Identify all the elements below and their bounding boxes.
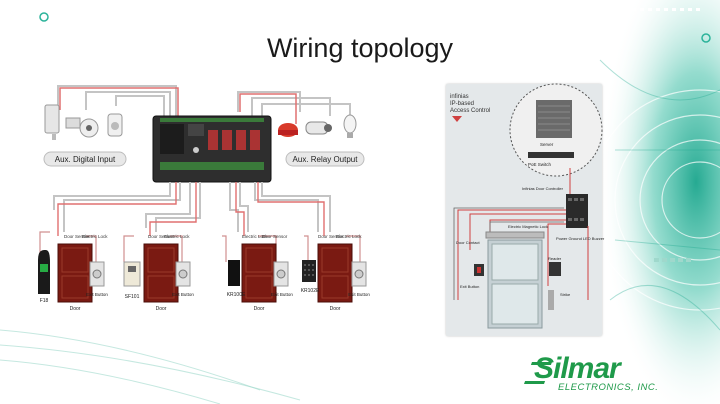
door-unit-4: Door Sensor Electric Lock KR102E Exit Bu… bbox=[301, 234, 371, 312]
svg-text:Door: Door bbox=[70, 306, 81, 312]
svg-text:PoE Switch: PoE Switch bbox=[528, 162, 552, 167]
svg-text:Exit Button: Exit Button bbox=[172, 292, 194, 297]
svg-text:Electric Lock: Electric Lock bbox=[82, 234, 108, 239]
logo-word: Silmar bbox=[534, 352, 621, 385]
svg-text:Door: Door bbox=[254, 306, 265, 312]
silmar-logo: Silmar ELECTRONICS, INC. bbox=[523, 352, 688, 396]
svg-text:Exit Button: Exit Button bbox=[348, 292, 370, 297]
svg-text:Electric Lock: Electric Lock bbox=[336, 234, 362, 239]
svg-text:Door: Door bbox=[156, 306, 167, 312]
door-3 bbox=[241, 243, 277, 303]
reader-label-4: KR102E bbox=[301, 288, 320, 294]
infinias-heading-3: Access Control bbox=[450, 108, 490, 114]
svg-text:Infinias Door Controller: Infinias Door Controller bbox=[522, 186, 564, 191]
svg-text:Exit Button: Exit Button bbox=[460, 284, 479, 289]
svg-text:Exit Button: Exit Button bbox=[271, 292, 293, 297]
aux-digital-input-devices bbox=[44, 104, 123, 140]
access-controller-board bbox=[152, 115, 272, 183]
svg-text:Server: Server bbox=[540, 142, 554, 147]
infinias-heading-2: IP-based bbox=[450, 101, 474, 107]
aux-relay-output-devices bbox=[278, 114, 357, 138]
door-unit-1: Door Sensor Electric Lock F18 Exit Butto… bbox=[38, 234, 108, 312]
aux-digital-input-pill bbox=[43, 151, 127, 167]
wiring-diagram: Aux. Digital Input Aux. Relay Output bbox=[38, 85, 371, 312]
svg-text:Door Sensor: Door Sensor bbox=[262, 234, 288, 239]
infinias-heading-1: infinias bbox=[450, 94, 469, 100]
door-2 bbox=[143, 243, 179, 303]
svg-text:Electric Lock: Electric Lock bbox=[242, 234, 268, 239]
aux-relay-output-pill bbox=[285, 151, 365, 167]
reader-icon bbox=[549, 262, 561, 276]
aux-relay-output-label: Aux. Relay Output bbox=[293, 155, 359, 164]
slide-title: Wiring topology bbox=[266, 33, 454, 63]
logo-subtitle: ELECTRONICS, INC. bbox=[558, 382, 659, 393]
svg-text:Power Ground LED Buzzer: Power Ground LED Buzzer bbox=[556, 236, 605, 241]
svg-text:Strike: Strike bbox=[560, 292, 571, 297]
svg-text:Door Sensor: Door Sensor bbox=[64, 234, 90, 239]
svg-text:Door Sensor: Door Sensor bbox=[318, 234, 344, 239]
reader-label-3: KR100E bbox=[227, 292, 246, 298]
door-1 bbox=[57, 243, 93, 303]
svg-text:Door Contact: Door Contact bbox=[456, 240, 480, 245]
svg-text:Electric Magnetic Lock: Electric Magnetic Lock bbox=[508, 224, 548, 229]
door-4 bbox=[317, 243, 353, 303]
door-unit-2: Door Sensor Electric Lock SF101 Exit But… bbox=[123, 234, 194, 312]
svg-text:Door: Door bbox=[330, 306, 341, 312]
svg-text:Door Sensor: Door Sensor bbox=[148, 234, 174, 239]
reader-label-1: F18 bbox=[40, 298, 49, 304]
svg-text:Reader: Reader bbox=[548, 256, 562, 261]
door-unit-3: Electric Lock Door Sensor KR100E Exit Bu… bbox=[227, 234, 294, 312]
svg-text:Exit Button: Exit Button bbox=[86, 292, 108, 297]
svg-text:Electric Lock: Electric Lock bbox=[164, 234, 190, 239]
aux-digital-input-label: Aux. Digital Input bbox=[55, 155, 116, 164]
reader-label-2: SF101 bbox=[125, 294, 140, 300]
